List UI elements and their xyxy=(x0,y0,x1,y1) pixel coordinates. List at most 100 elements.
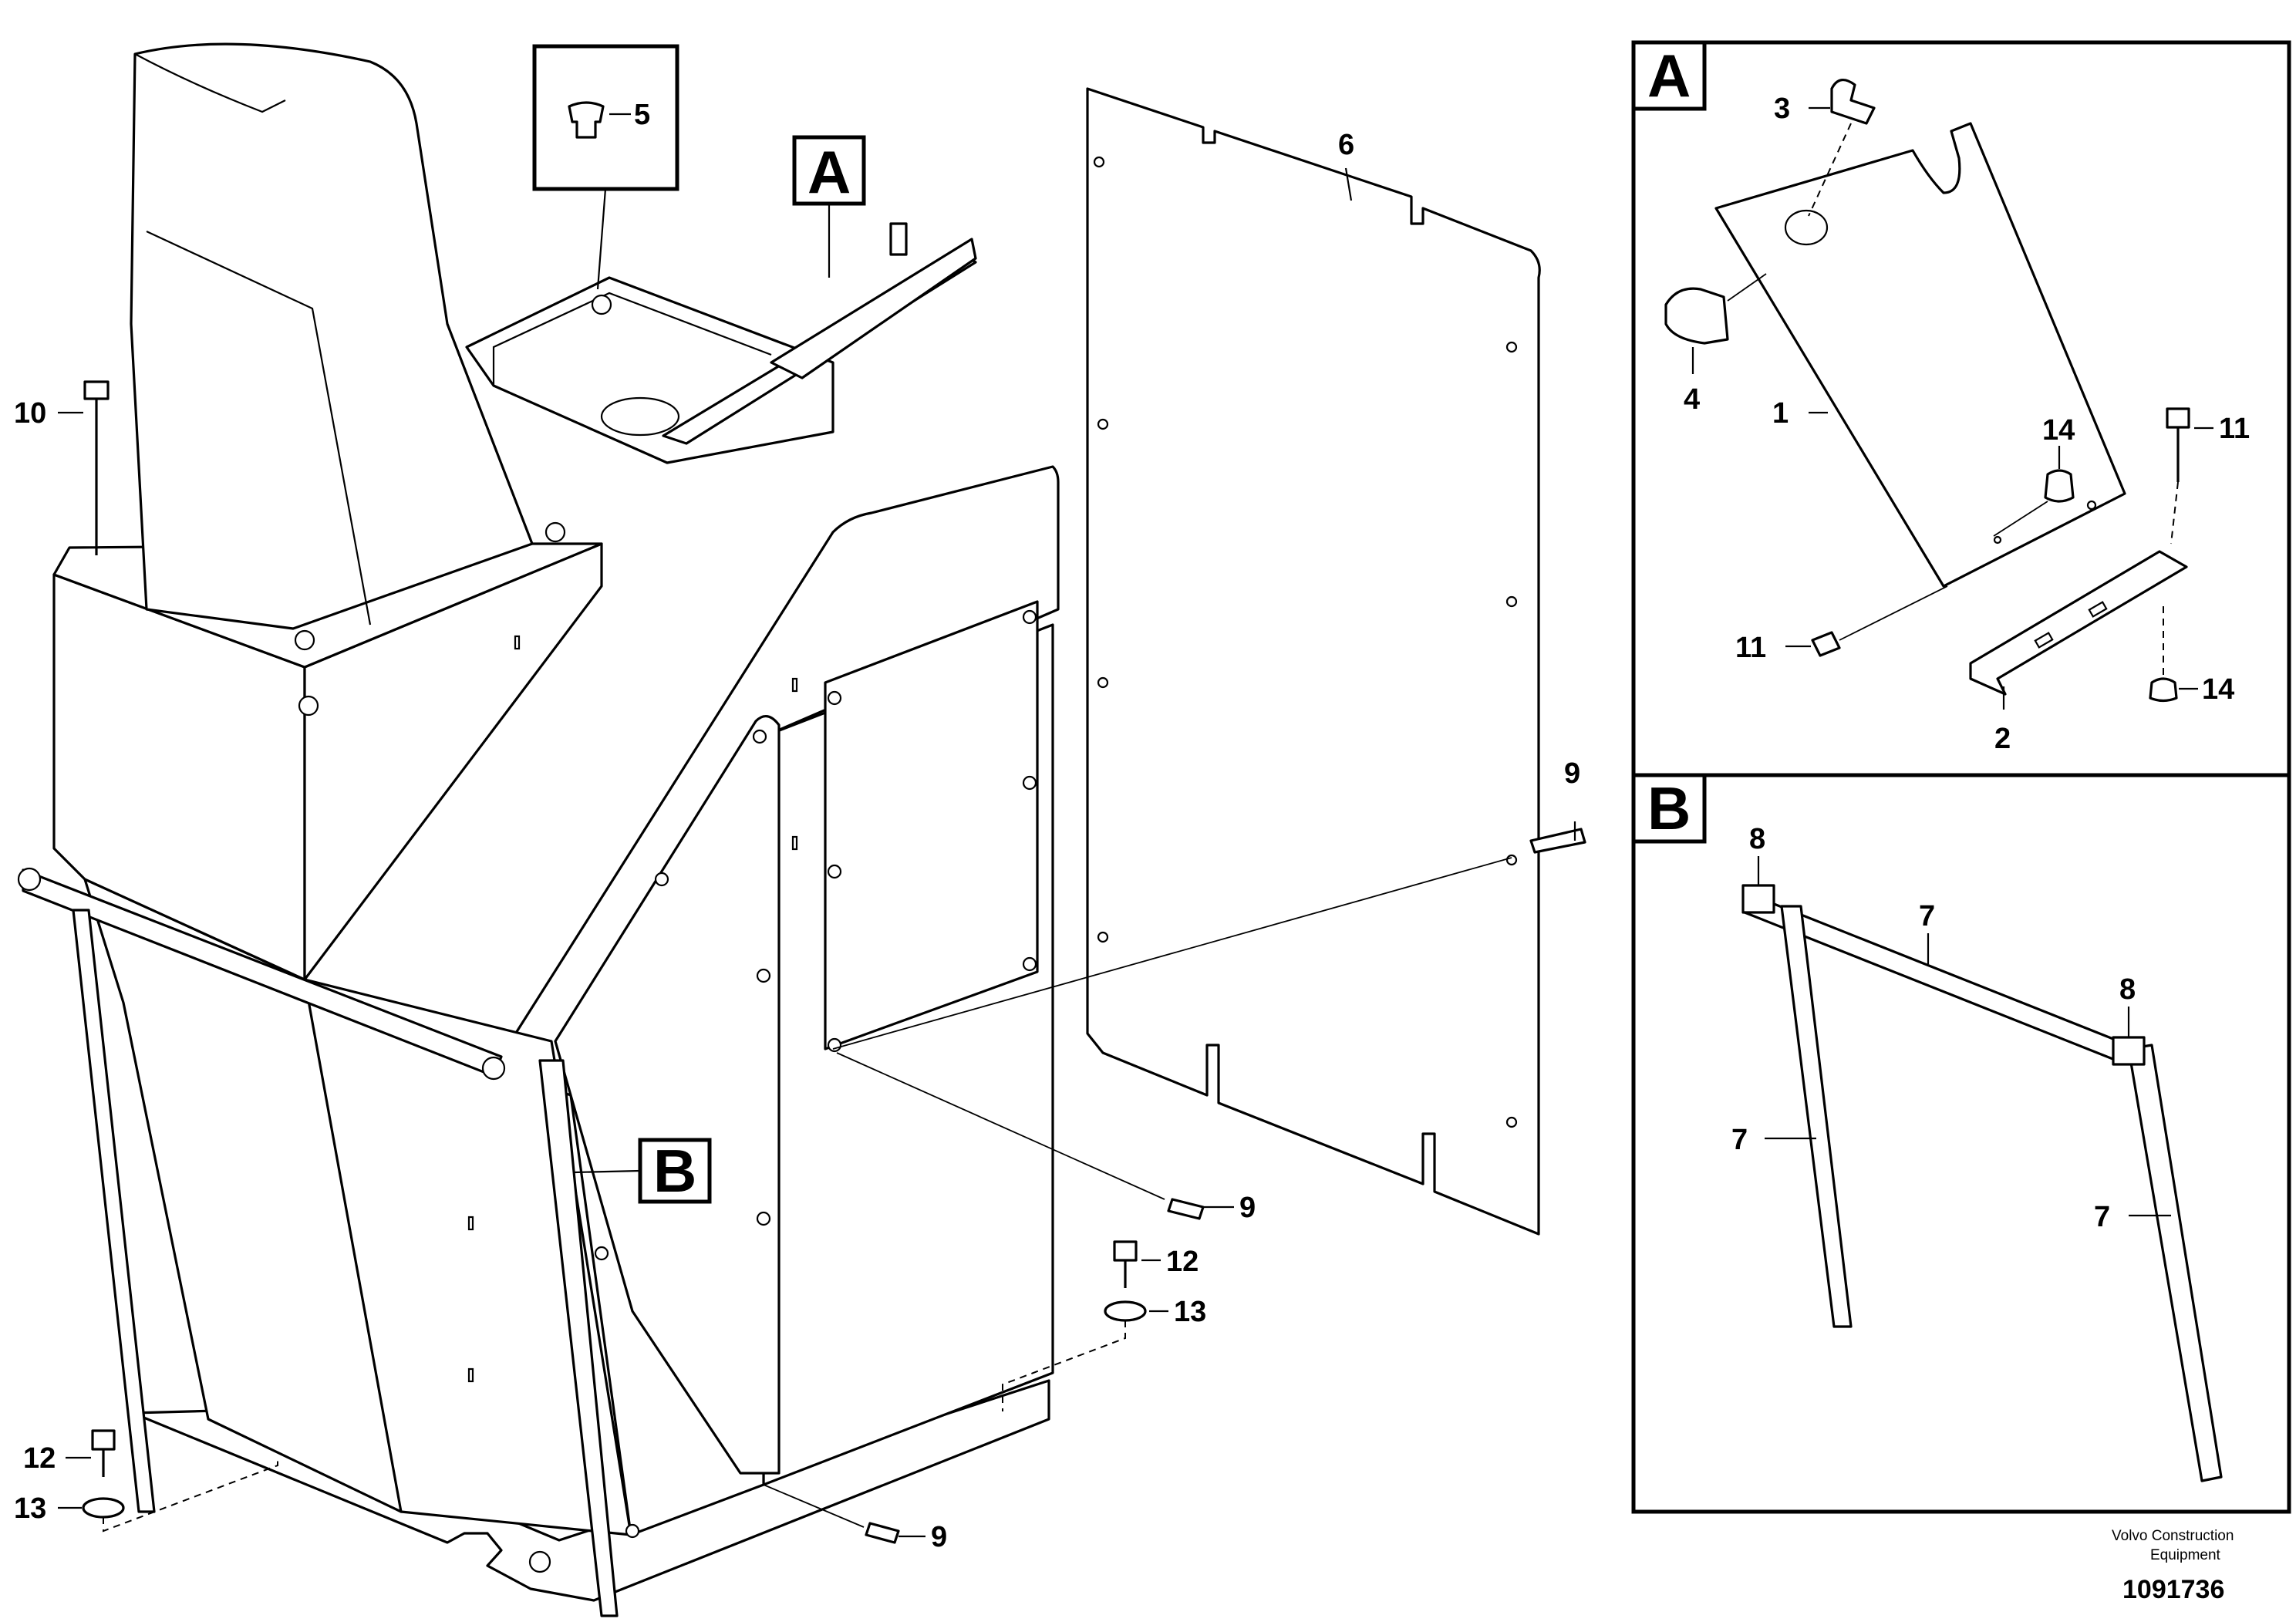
callout-4: 4 xyxy=(1684,383,1700,416)
document-number: 1091736 xyxy=(2122,1575,2224,1604)
panel-hole xyxy=(1093,156,1105,168)
panel-hole xyxy=(1505,595,1518,608)
callout-6: 6 xyxy=(1338,129,1354,161)
cover-screw xyxy=(827,690,842,706)
callout-7-left: 7 xyxy=(1731,1124,1748,1156)
panel-screw xyxy=(752,729,767,744)
panel-screw xyxy=(756,1211,771,1226)
part-7-left-seal xyxy=(1780,905,1853,1328)
slot xyxy=(467,1367,474,1383)
callout-12-right: 12 xyxy=(1166,1246,1199,1278)
credit-line-2: Equipment xyxy=(2150,1547,2221,1563)
part-11-top-bolt-head xyxy=(2166,407,2190,429)
detail-a-letter-box xyxy=(1631,40,1707,111)
panel-hole xyxy=(1097,676,1109,689)
tower-panel-seam xyxy=(146,231,372,626)
callout-12-left: 12 xyxy=(23,1442,56,1475)
part-12-left-bolt-head xyxy=(91,1429,116,1451)
bolt-head xyxy=(528,1550,551,1573)
part-13-right-dash xyxy=(1002,1320,1126,1411)
callout-9-top: 9 xyxy=(1564,757,1580,790)
panel-hole xyxy=(1097,931,1109,943)
detail-b-letter: B xyxy=(1647,774,1691,842)
part-14-top-nut xyxy=(2044,469,2075,503)
part-1-small-hole xyxy=(1993,535,2002,545)
cover-screw xyxy=(827,864,842,879)
main-assembly-view: 5 6 9 9 9 10 12 13 12 13 A B xyxy=(14,42,1586,1617)
part-11-top-dash xyxy=(2170,481,2179,545)
part-8-left-corner xyxy=(1741,884,1775,914)
upper-tower-cover xyxy=(130,42,534,630)
bolt-head xyxy=(298,695,319,717)
part-13-right-washer xyxy=(1104,1300,1147,1322)
tower-top-cap xyxy=(134,53,286,113)
bolt-head xyxy=(544,521,566,543)
detail-b-letter-box xyxy=(1631,773,1707,844)
callout-13-right: 13 xyxy=(1174,1296,1206,1328)
top-box-inner xyxy=(492,292,772,386)
panel-screw xyxy=(594,1246,609,1261)
part-6-lead xyxy=(1344,167,1353,201)
panel-hole xyxy=(1505,854,1518,866)
detail-a-letter: A xyxy=(1647,42,1691,110)
part-4-axis xyxy=(1727,273,1767,302)
part-3-clip xyxy=(1830,79,1876,125)
cover-screw xyxy=(827,1037,842,1053)
detail-a-panel: A 1 xyxy=(1631,40,2291,777)
part-13-left-washer xyxy=(82,1497,125,1519)
part-7-right-seal xyxy=(2127,1044,2223,1482)
hinge-slot xyxy=(2034,632,2054,649)
base-plate xyxy=(131,1379,1050,1602)
part-9-mid-axis xyxy=(836,1052,1165,1200)
panel-screw xyxy=(625,1523,640,1539)
callout-14-bottom: 14 xyxy=(2202,673,2234,706)
part-1-small-hole xyxy=(2086,500,2097,511)
detail-b-panel: B 7 7 7 8 8 xyxy=(1631,773,2291,1514)
part-11-left-axis xyxy=(1839,585,1948,641)
panel-hole xyxy=(1505,341,1518,353)
part-8-right-corner xyxy=(2112,1036,2146,1066)
part-2-hinge xyxy=(1969,550,2188,696)
view-a-marker-label: A xyxy=(807,138,851,206)
bolt-head xyxy=(591,294,612,315)
part-1-cover-plate xyxy=(1714,122,2126,588)
hinge-slot xyxy=(2088,601,2108,618)
callout-7-top: 7 xyxy=(1919,900,1935,932)
footer: Volvo Construction Equipment 1091736 xyxy=(2112,1528,2234,1604)
part-9-bottom-axis xyxy=(763,1484,865,1528)
part-9-top-axis xyxy=(832,857,1512,1050)
callout-8-left: 8 xyxy=(1749,823,1765,855)
slot xyxy=(791,835,798,851)
panel-hole xyxy=(1505,1116,1518,1128)
part-4-fitting xyxy=(1664,287,1729,345)
part-9-mid-screw xyxy=(1167,1198,1205,1220)
part-3-dash xyxy=(1808,123,1852,217)
callout-9-bottom: 9 xyxy=(931,1521,947,1553)
part-5-plug-icon xyxy=(568,101,605,139)
part-12-right-bolt-head xyxy=(1113,1240,1138,1262)
part-14-bottom-nut xyxy=(2149,677,2178,703)
bolt-head xyxy=(294,629,315,651)
part-13-left-dash xyxy=(103,1458,278,1533)
slot xyxy=(791,677,798,693)
view-b-marker-leader xyxy=(574,1169,641,1174)
edge-seal-right-vertical xyxy=(538,1059,619,1617)
cover-screw xyxy=(1022,956,1037,972)
detail-b-frame xyxy=(1631,773,2291,1514)
seal-end xyxy=(17,867,42,892)
part-6-side-panel xyxy=(1086,87,1541,1236)
callout-9-mid: 9 xyxy=(1239,1192,1256,1224)
part-11-left-bolt xyxy=(1811,631,1841,657)
callout-8-right: 8 xyxy=(2119,973,2136,1006)
part-10-bolt-head xyxy=(83,380,110,400)
panel-hole xyxy=(1097,418,1109,430)
callout-11-left: 11 xyxy=(1735,632,1766,664)
view-b-marker-label: B xyxy=(653,1137,696,1205)
callout-3: 3 xyxy=(1774,93,1790,125)
panel-screw xyxy=(756,968,771,983)
inspection-cover xyxy=(824,600,1039,1050)
part-14-top-axis xyxy=(1993,501,2048,537)
seal-end xyxy=(481,1056,506,1081)
lid-knob xyxy=(889,222,908,256)
